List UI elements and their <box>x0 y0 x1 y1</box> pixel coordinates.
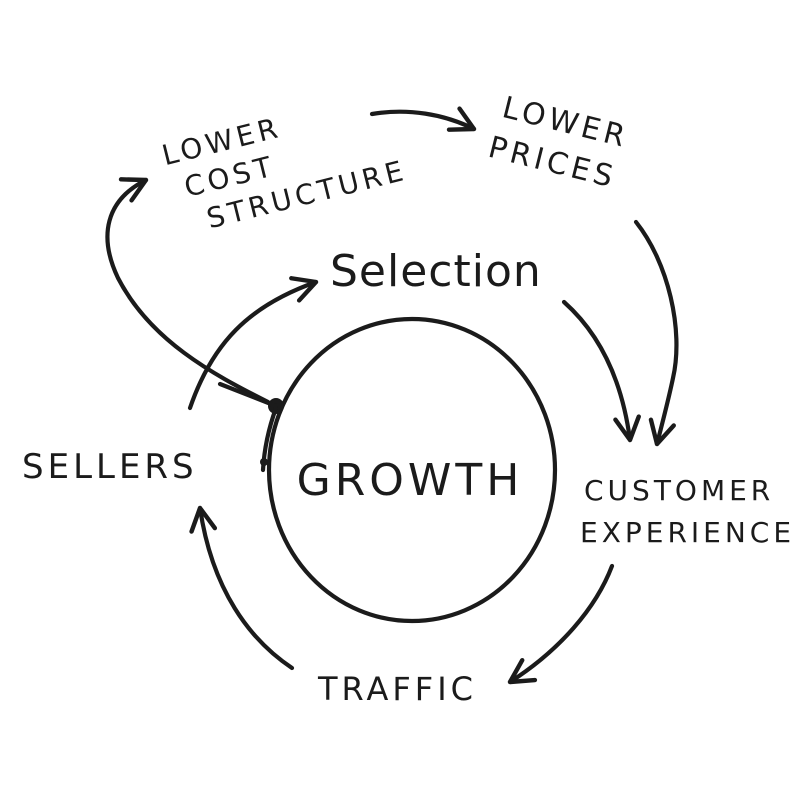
arrow-selection-to-experience <box>561 299 641 443</box>
arrow-growth-to-cost <box>105 177 271 405</box>
accent-dot <box>260 458 268 466</box>
junction-connector <box>217 381 279 409</box>
lower-cost-structure-label: LOWER COST STRUCTURE <box>159 111 411 235</box>
arrow-cost-to-prices <box>369 106 477 132</box>
customer-experience-line-1: CUSTOMER <box>584 474 774 507</box>
arrow-traffic-to-sellers <box>189 505 295 671</box>
growth-label: GROWTH <box>297 455 524 506</box>
arrow-prices-to-experience <box>633 219 679 447</box>
customer-experience-line-2: EXPERIENCE <box>580 516 795 549</box>
selection-label: Selection <box>330 246 542 297</box>
traffic-label: TRAFFIC <box>317 670 477 708</box>
sellers-label: SELLERS <box>22 447 198 487</box>
growth-circle <box>266 316 558 624</box>
arrow-sellers-to-selection <box>187 276 319 411</box>
arrow-experience-to-traffic <box>507 563 615 685</box>
lower-prices-label: LOWER PRICES <box>485 90 632 195</box>
